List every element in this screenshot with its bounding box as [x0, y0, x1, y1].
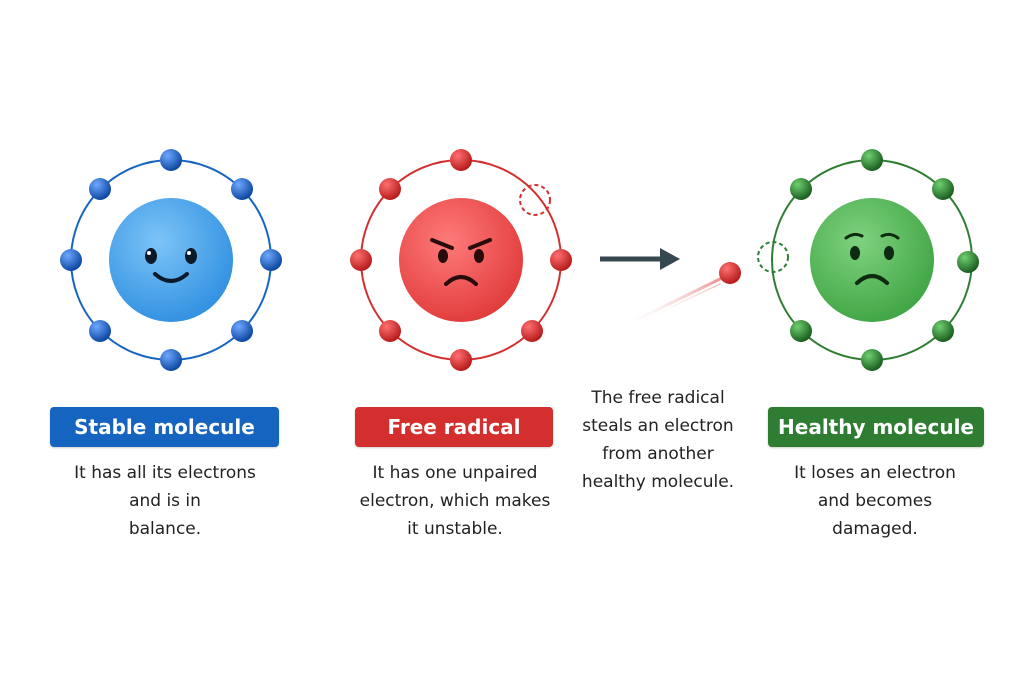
caption-line: damaged. — [832, 519, 918, 539]
caption-line: and becomes — [817, 491, 933, 511]
stolen-electron — [618, 262, 741, 330]
electron — [550, 249, 572, 271]
caption-line: balance. — [128, 519, 202, 539]
electron — [790, 178, 812, 200]
arrow-right-icon — [600, 248, 680, 270]
caption-line: It has one unpaired — [372, 463, 538, 483]
stable-molecule-label: Stable molecule — [50, 407, 279, 447]
electron — [861, 349, 883, 371]
electron — [719, 262, 741, 284]
caption-line: it unstable. — [407, 519, 503, 539]
angry-face-icon — [430, 238, 492, 286]
caption-line: and is in — [129, 491, 201, 511]
free-radical-caption: It has one unpaired electron, which make… — [340, 459, 570, 543]
free-radical-label: Free radical — [355, 407, 553, 447]
electron — [160, 149, 182, 171]
caption-line: The free radical — [591, 388, 725, 408]
caption-line: It has all its electrons — [74, 463, 256, 483]
electron — [379, 178, 401, 200]
electron — [160, 349, 182, 371]
missing-electron-slot — [757, 241, 789, 273]
healthy-molecule-label: Healthy molecule — [768, 407, 984, 447]
electron — [350, 249, 372, 271]
stable-molecule — [60, 149, 282, 371]
free-radical — [350, 149, 572, 371]
caption-line: steals an electron — [582, 416, 734, 436]
healthy-molecule-caption: It loses an electron and becomes damaged… — [760, 459, 990, 543]
stable-molecule-caption: It has all its electrons and is in balan… — [40, 459, 290, 543]
electron — [379, 320, 401, 342]
electron — [521, 320, 543, 342]
electron — [231, 178, 253, 200]
caption-line: It loses an electron — [794, 463, 956, 483]
stable-electrons — [60, 149, 282, 371]
healthy-nucleus — [810, 198, 934, 322]
healthy-electrons — [790, 149, 979, 371]
electron — [60, 249, 82, 271]
electron — [450, 149, 472, 171]
sad-face-icon — [844, 232, 900, 285]
stable-nucleus — [109, 198, 233, 322]
happy-face-icon — [145, 248, 197, 283]
healthy-molecule — [757, 149, 979, 371]
caption-line: electron, which makes — [359, 491, 551, 511]
electron — [790, 320, 812, 342]
radical-electrons — [350, 149, 572, 371]
caption-line: healthy molecule. — [581, 472, 735, 492]
caption-line: from another — [602, 444, 714, 464]
radical-nucleus — [399, 198, 523, 322]
electron — [932, 178, 954, 200]
missing-electron-slot — [519, 184, 551, 216]
electron — [89, 320, 111, 342]
electron — [932, 320, 954, 342]
electron — [260, 249, 282, 271]
steal-caption: The free radical steals an electron from… — [572, 384, 744, 496]
electron — [957, 251, 979, 273]
electron — [861, 149, 883, 171]
electron — [450, 349, 472, 371]
electron — [231, 320, 253, 342]
electron — [89, 178, 111, 200]
